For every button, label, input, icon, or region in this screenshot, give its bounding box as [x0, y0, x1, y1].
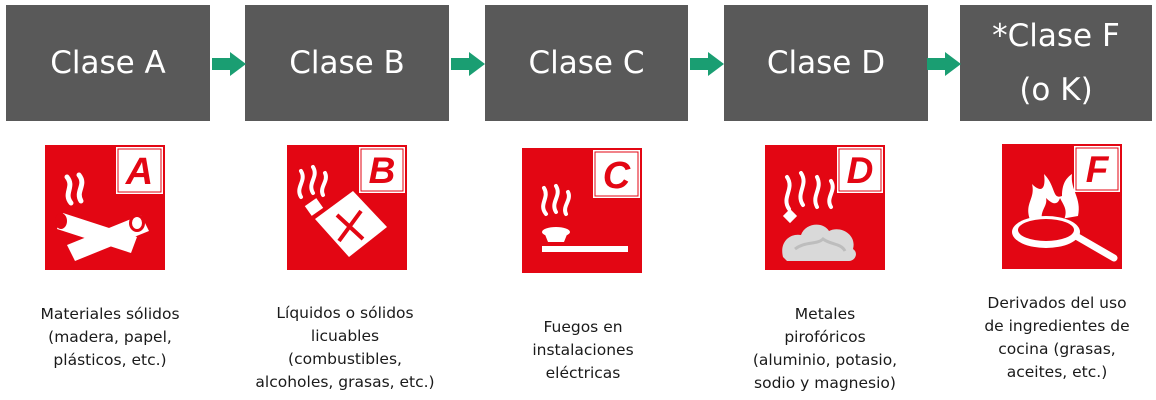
class-c-desc-line: eléctricas	[545, 364, 621, 382]
class-d-letter: D	[847, 150, 874, 191]
arrow-right-icon	[451, 52, 485, 76]
class-f-letter: F	[1086, 149, 1110, 190]
class-f-subtitle: (o K)	[1019, 72, 1093, 108]
arrow-right-icon	[212, 52, 246, 76]
class-b-desc-line: Líquidos o sólidos	[276, 304, 414, 322]
arrow-right-icon	[927, 52, 961, 76]
class-f-desc-line: aceites, etc.)	[1006, 363, 1108, 381]
burning-pan-icon: F	[1002, 144, 1122, 269]
class-a-desc-line: plásticos, etc.)	[53, 351, 167, 369]
class-c-desc-line: Fuegos en	[543, 318, 623, 336]
class-f-desc-line: Derivados del uso	[987, 294, 1127, 312]
arrow-right-icon	[690, 52, 724, 76]
class-f-description: Derivados del uso de ingredientes de coc…	[962, 292, 1152, 384]
class-f-desc-line: de ingredientes de	[984, 317, 1130, 335]
class-f-desc-line: cocina (grasas,	[998, 340, 1116, 358]
class-d-desc-line: (aluminio, potasio,	[752, 351, 898, 369]
class-b-letter: B	[369, 150, 396, 191]
class-c-letter: C	[603, 155, 631, 197]
class-f-title: *Clase F	[992, 18, 1120, 54]
class-d-desc-line: sodio y magnesio)	[754, 374, 896, 392]
class-b-desc-line: licuables	[310, 327, 380, 345]
class-c-title: Clase C	[528, 45, 645, 81]
class-d-description: Metales pirofóricos (aluminio, potasio, …	[730, 303, 920, 395]
class-a-desc-line: Materiales sólidos	[40, 305, 180, 323]
electrical-fire-icon: C	[522, 148, 642, 273]
class-f-header: *Clase F (o K)	[960, 5, 1152, 121]
class-c-description: Fuegos en instalaciones eléctricas	[488, 316, 678, 385]
class-b-title: Clase B	[289, 45, 405, 81]
class-d-desc-line: Metales	[794, 305, 856, 323]
burning-metal-icon: D	[765, 145, 885, 270]
class-a-description: Materiales sólidos (madera, papel, plást…	[15, 303, 205, 372]
burning-fuel-can-icon: B	[287, 145, 407, 270]
burning-wood-icon: A	[45, 145, 165, 270]
class-d-header: Clase D	[724, 5, 928, 121]
class-b-desc-line: (combustibles,	[288, 350, 402, 368]
class-a-desc-line: (madera, papel,	[48, 328, 172, 346]
class-c-header: Clase C	[485, 5, 688, 121]
class-b-description: Líquidos o sólidos licuables (combustibl…	[250, 302, 440, 394]
class-a-title: Clase A	[50, 45, 166, 81]
class-c-desc-line: instalaciones	[532, 341, 634, 359]
class-b-header: Clase B	[245, 5, 449, 121]
class-a-header: Clase A	[6, 5, 210, 121]
class-a-letter: A	[125, 151, 153, 193]
class-d-desc-line: pirofóricos	[784, 328, 866, 346]
class-d-title: Clase D	[766, 45, 886, 81]
class-b-desc-line: alcoholes, grasas, etc.)	[255, 373, 435, 391]
